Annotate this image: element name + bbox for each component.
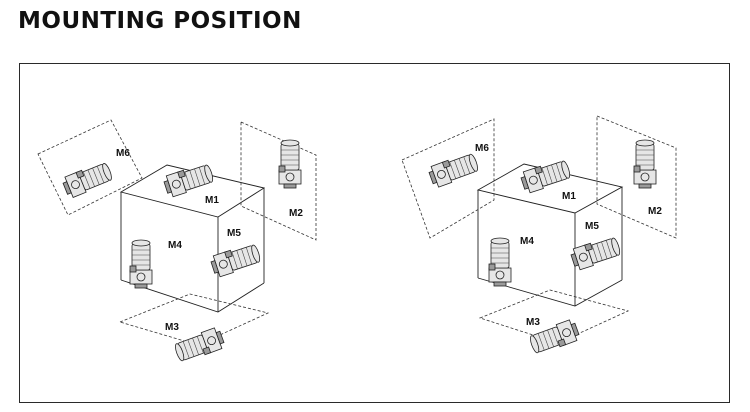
unit-m2 [279, 140, 301, 188]
unit-m4 [489, 238, 511, 286]
unit-m6 [61, 161, 114, 199]
page-title: MOUNTING POSITION [18, 8, 302, 34]
plane-m6 [37, 119, 143, 216]
unit-m4 [130, 240, 152, 288]
label-m2: M2 [648, 206, 662, 217]
label-m4: M4 [168, 240, 182, 251]
unit-m3 [173, 327, 226, 364]
unit-m5 [569, 235, 621, 271]
plane-m6 [401, 118, 495, 239]
unit-m1 [162, 162, 214, 198]
unit-m2 [634, 140, 656, 188]
label-m1: M1 [562, 191, 576, 202]
label-m5: M5 [227, 228, 241, 239]
diagram-frame [19, 63, 730, 403]
label-m5: M5 [585, 221, 599, 232]
label-m6: M6 [475, 143, 489, 154]
label-m3: M3 [165, 322, 179, 333]
plane-m3 [478, 289, 630, 344]
label-m1: M1 [205, 195, 219, 206]
mounting-diagram-right: M1 M2 M3 M4 M5 M6 [401, 115, 677, 356]
unit-m6 [427, 151, 480, 188]
unit-m5 [209, 242, 261, 278]
label-m6: M6 [116, 148, 130, 159]
plane-m2 [240, 121, 317, 241]
plane-m3 [118, 293, 270, 346]
label-m4: M4 [520, 236, 534, 247]
plane-m2 [596, 115, 677, 239]
mounting-diagram-left: M1 M2 M3 M4 M5 M6 [37, 119, 317, 364]
label-m3: M3 [526, 317, 540, 328]
label-m2: M2 [289, 208, 303, 219]
unit-m1 [519, 158, 571, 194]
